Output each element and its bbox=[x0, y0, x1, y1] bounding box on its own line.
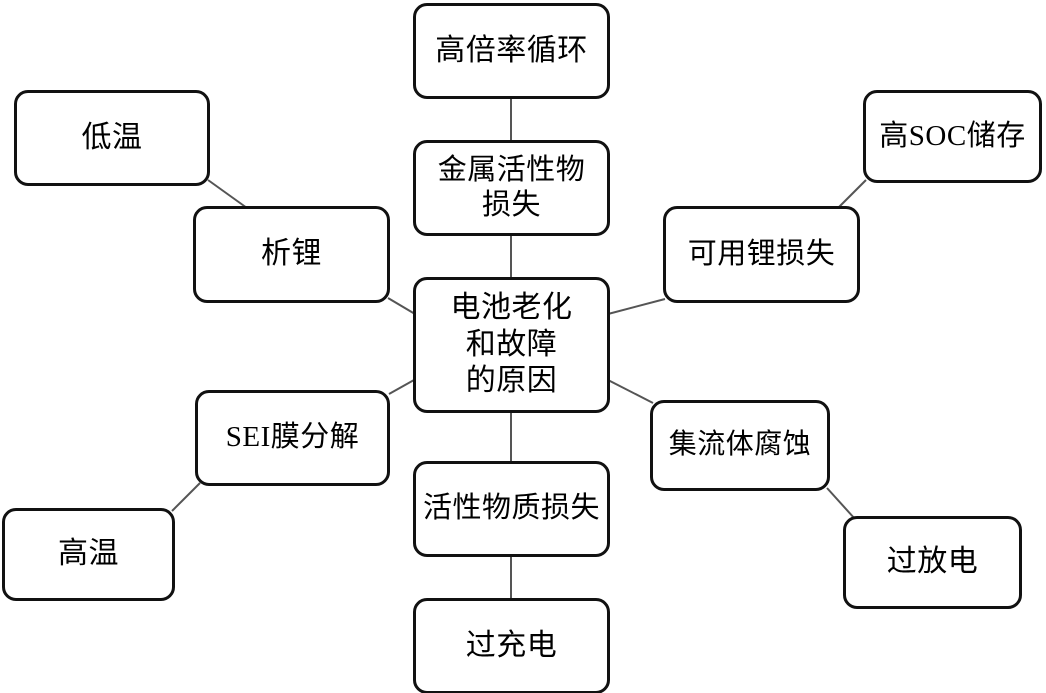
edge-sei-to-high-temp bbox=[171, 482, 201, 512]
node-label-center-cause: 电池老化 和故障 的原因 bbox=[450, 291, 573, 398]
node-collector-corrosion[interactable]: 集流体腐蚀 bbox=[650, 400, 830, 491]
node-label-metal-active-loss: 金属活性物 损失 bbox=[437, 153, 586, 221]
node-overcharge[interactable]: 过充电 bbox=[413, 598, 610, 693]
node-label-high-soc-storage: 高SOC储存 bbox=[879, 119, 1026, 152]
node-label-collector-corrosion: 集流体腐蚀 bbox=[668, 429, 812, 461]
node-active-material-loss[interactable]: 活性物质损失 bbox=[413, 461, 610, 557]
node-label-active-material-loss: 活性物质损失 bbox=[422, 492, 600, 525]
node-metal-active-loss[interactable]: 金属活性物 损失 bbox=[413, 140, 610, 236]
node-label-overcharge: 过充电 bbox=[465, 628, 558, 662]
edge-center-to-sei bbox=[388, 379, 415, 395]
node-label-over-discharge: 过放电 bbox=[886, 545, 979, 579]
edge-li-loss-to-center bbox=[607, 298, 666, 315]
node-label-sei-decomposition: SEI膜分解 bbox=[225, 421, 360, 454]
node-label-available-li-loss: 可用锂损失 bbox=[687, 237, 836, 270]
node-high-temperature[interactable]: 高温 bbox=[2, 508, 175, 601]
node-lithium-plating[interactable]: 析锂 bbox=[193, 206, 390, 303]
node-low-temperature[interactable]: 低温 bbox=[14, 90, 210, 186]
edge-center-to-collector bbox=[607, 379, 654, 404]
node-available-li-loss[interactable]: 可用锂损失 bbox=[663, 206, 860, 303]
node-high-rate-cycling[interactable]: 高倍率循环 bbox=[413, 3, 610, 99]
node-label-low-temperature: 低温 bbox=[81, 120, 143, 154]
edge-collector-to-over-discharge bbox=[826, 487, 856, 520]
node-label-high-temperature: 高温 bbox=[58, 537, 119, 571]
edge-plating-to-center bbox=[387, 297, 416, 315]
node-over-discharge[interactable]: 过放电 bbox=[843, 516, 1022, 609]
node-high-soc-storage[interactable]: 高SOC储存 bbox=[863, 90, 1042, 183]
edge-low-temp-to-plating bbox=[207, 179, 248, 209]
node-label-high-rate-cycling: 高倍率循环 bbox=[435, 33, 588, 67]
node-sei-decomposition[interactable]: SEI膜分解 bbox=[195, 390, 390, 486]
node-label-lithium-plating: 析锂 bbox=[261, 237, 322, 271]
node-center-cause[interactable]: 电池老化 和故障 的原因 bbox=[413, 277, 610, 413]
edge-high-soc-to-li-loss bbox=[837, 179, 867, 209]
